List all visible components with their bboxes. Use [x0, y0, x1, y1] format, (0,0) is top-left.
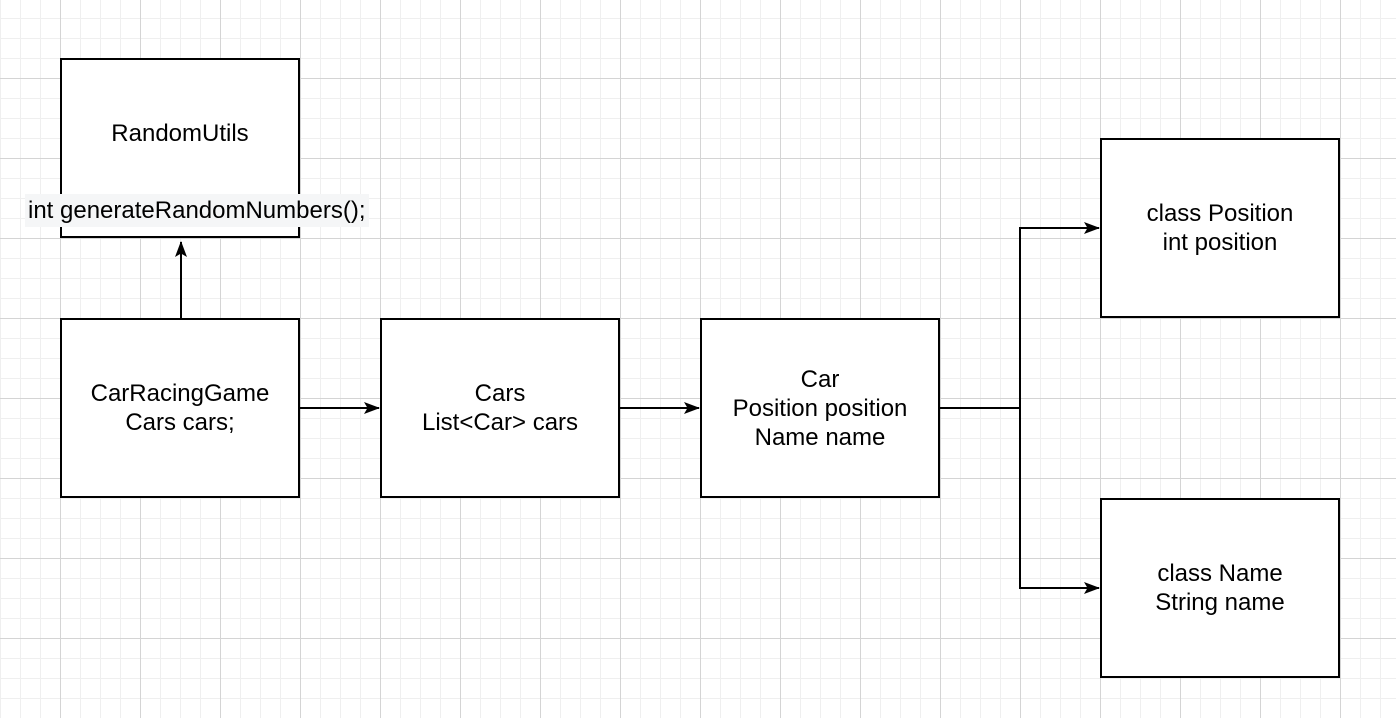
node-class-name-field: String name	[1155, 589, 1285, 616]
edge-car-to-class-position[interactable]	[940, 222, 1100, 409]
node-class-name-title: class Name	[1157, 560, 1283, 587]
node-class-name[interactable]: class Name String name	[1100, 498, 1340, 678]
node-car-title: Car	[800, 365, 840, 393]
node-cars-title: Cars	[474, 380, 526, 407]
node-car-racing-game-title: CarRacingGame	[90, 380, 270, 407]
node-car-racing-game-field: Cars cars;	[125, 409, 235, 436]
node-class-position-title: class Position	[1146, 200, 1294, 227]
node-car-field-position: Position position	[732, 394, 908, 422]
node-car-field-name: Name name	[754, 423, 886, 451]
node-car-racing-game[interactable]: CarRacingGame Cars cars;	[60, 318, 300, 498]
node-car[interactable]: Car Position position Name name	[700, 318, 940, 498]
node-cars[interactable]: Cars List<Car> cars	[380, 318, 620, 498]
node-class-position[interactable]: class Position int position	[1100, 138, 1340, 318]
node-random-utils-title: RandomUtils	[111, 119, 249, 147]
edge-car-to-class-name[interactable]	[940, 407, 1100, 594]
random-utils-method-label[interactable]: int generateRandomNumbers();	[25, 194, 369, 227]
node-class-position-field: int position	[1162, 229, 1278, 256]
node-cars-field: List<Car> cars	[421, 409, 579, 436]
